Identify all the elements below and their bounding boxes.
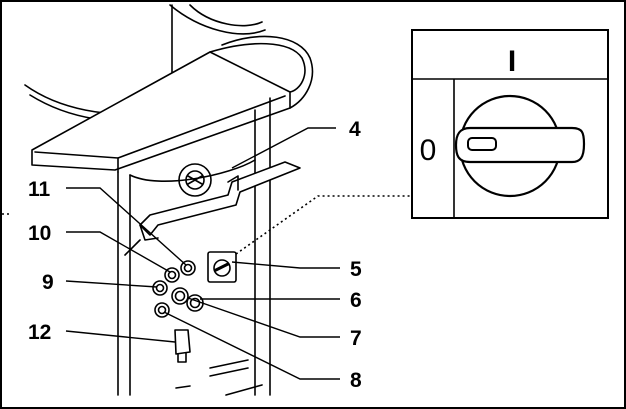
leader-line-9 — [65, 280, 158, 288]
switch-off-label: 0 — [420, 134, 437, 167]
leader-line-12 — [65, 330, 176, 343]
main-switch-detail: I 0 — [411, 29, 609, 219]
callout-5: 5 — [350, 258, 362, 281]
rotary-knob-indicator — [467, 137, 497, 151]
switch-on-label: I — [508, 45, 516, 78]
callout-11: 11 — [28, 178, 51, 201]
callout-7: 7 — [350, 327, 362, 350]
leader-line-11 — [66, 187, 187, 266]
rotary-knob-handle — [454, 126, 586, 164]
callout-6: 6 — [350, 289, 362, 312]
machine-illustration — [24, 4, 314, 396]
leader-line-10 — [66, 231, 171, 273]
leader-line-8 — [163, 311, 340, 380]
leader-line-4 — [231, 127, 336, 169]
dotted-link-to-detail — [235, 195, 412, 255]
callout-4: 4 — [349, 118, 361, 141]
leader-line-5 — [231, 261, 340, 269]
leader-lines — [65, 127, 340, 380]
callout-10: 10 — [28, 222, 51, 245]
leader-line-7 — [187, 297, 340, 338]
callout-9: 9 — [42, 271, 54, 294]
callout-8: 8 — [350, 369, 362, 392]
callout-12: 12 — [28, 321, 51, 344]
